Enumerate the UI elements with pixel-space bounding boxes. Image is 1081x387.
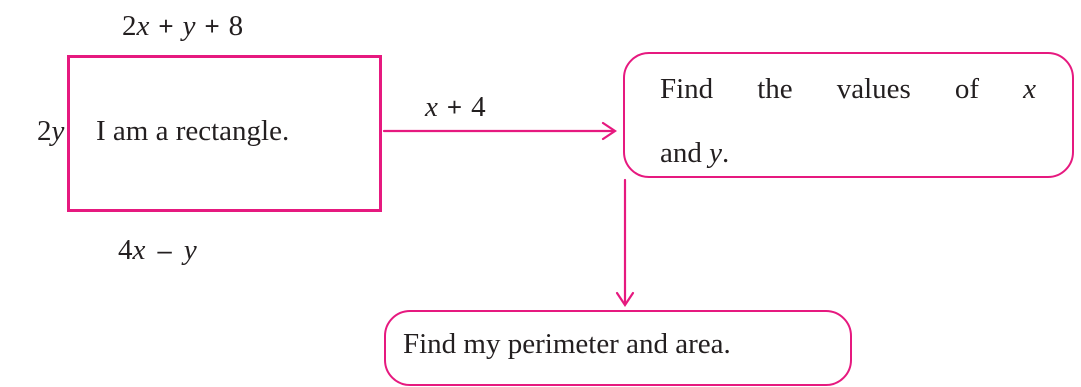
word-y: y <box>709 137 722 169</box>
left-side-label: 2y <box>37 117 64 146</box>
top-var-y: y <box>182 10 196 42</box>
perimeter-callout-text: Find my perimeter and area. <box>403 328 731 360</box>
top-var-x: x <box>136 10 150 42</box>
bottom-var-x: x <box>132 234 146 266</box>
values-callout-box <box>623 52 1074 178</box>
word-find: Find <box>660 73 714 105</box>
right-op: + <box>446 92 463 122</box>
right-const: 4 <box>471 91 486 123</box>
top-coef: 2 <box>122 10 137 42</box>
bottom-coef: 4 <box>118 234 133 266</box>
bottom-op: – <box>157 235 172 265</box>
right-var-x: x <box>425 91 438 123</box>
rectangle-shape <box>67 55 382 212</box>
top-op-2: + <box>204 11 220 41</box>
values-callout-line-2: and y. <box>660 139 729 168</box>
arrow-to-perimeter-callout <box>615 178 635 307</box>
word-of: of <box>954 73 980 105</box>
left-coef: 2 <box>37 115 52 147</box>
left-var-y: y <box>51 115 65 147</box>
top-side-label: 2x + y +8 <box>122 12 243 41</box>
rectangle-text: I am a rectangle. <box>96 115 290 147</box>
word-the: the <box>757 73 793 105</box>
period: . <box>722 137 730 169</box>
bottom-side-label: 4x–y <box>118 236 197 265</box>
bottom-var-y: y <box>183 234 197 266</box>
word-values: values <box>836 73 911 105</box>
values-callout-line-1: Find the values of x <box>660 75 1036 104</box>
word-and: and <box>660 137 702 169</box>
perimeter-callout-box <box>384 310 852 386</box>
right-side-label: x +4 <box>425 93 486 122</box>
top-const: 8 <box>228 10 244 42</box>
arrow-to-values-callout <box>382 121 617 141</box>
word-x: x <box>1023 73 1036 105</box>
top-op-1: + <box>158 11 174 41</box>
